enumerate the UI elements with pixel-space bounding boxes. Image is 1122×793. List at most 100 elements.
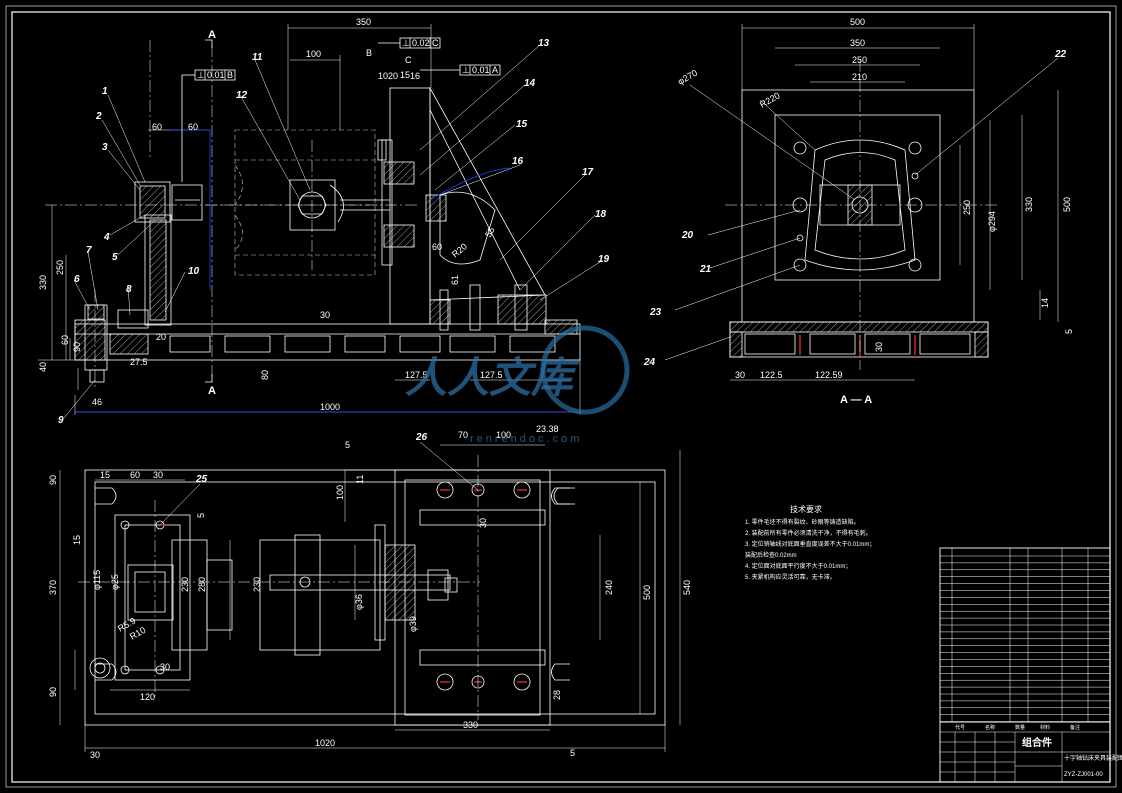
svg-text:16: 16 bbox=[512, 156, 524, 167]
svg-text:代号: 代号 bbox=[955, 724, 965, 731]
svg-text:60: 60 bbox=[152, 122, 162, 132]
svg-text:240: 240 bbox=[604, 580, 614, 595]
svg-text:15: 15 bbox=[400, 70, 410, 80]
svg-text:数量: 数量 bbox=[1015, 724, 1025, 731]
svg-text:40: 40 bbox=[38, 362, 48, 372]
svg-text:技术要求: 技术要求 bbox=[790, 504, 822, 514]
svg-text:4. 定位面对底面平行度不大于0.01mm；: 4. 定位面对底面平行度不大于0.01mm； bbox=[745, 562, 851, 570]
svg-text:16: 16 bbox=[410, 71, 420, 81]
svg-text:100: 100 bbox=[496, 430, 511, 440]
svg-text:备注: 备注 bbox=[1070, 724, 1080, 731]
svg-text:100: 100 bbox=[335, 485, 345, 500]
svg-text:7: 7 bbox=[86, 245, 92, 256]
svg-text:11: 11 bbox=[355, 475, 365, 484]
svg-text:人人文库: 人人文库 bbox=[405, 355, 580, 402]
outer-frame bbox=[5, 5, 1117, 788]
svg-text:φ39: φ39 bbox=[408, 616, 418, 632]
svg-text:500: 500 bbox=[850, 17, 865, 27]
svg-text:90: 90 bbox=[72, 342, 82, 352]
svg-text:1020: 1020 bbox=[378, 71, 398, 81]
svg-text:70: 70 bbox=[458, 430, 468, 440]
svg-text:5: 5 bbox=[345, 440, 350, 450]
svg-text:30: 30 bbox=[874, 342, 884, 352]
svg-text:2. 装配前所有零件必须清洗干净，不得有毛刺。: 2. 装配前所有零件必须清洗干净，不得有毛刺。 bbox=[745, 529, 872, 537]
svg-text:14: 14 bbox=[1040, 298, 1050, 308]
svg-text:60: 60 bbox=[60, 335, 70, 345]
svg-text:15: 15 bbox=[516, 119, 528, 130]
side-view bbox=[664, 24, 1059, 381]
svg-text:23.38: 23.38 bbox=[536, 424, 559, 434]
svg-text:6: 6 bbox=[74, 274, 80, 285]
title-block bbox=[939, 547, 1111, 783]
svg-text:30: 30 bbox=[160, 662, 170, 672]
svg-text:21: 21 bbox=[699, 264, 712, 275]
svg-text:120: 120 bbox=[140, 692, 155, 702]
svg-text:60: 60 bbox=[432, 242, 442, 252]
svg-text:⊥: ⊥ bbox=[462, 65, 470, 75]
svg-text:20: 20 bbox=[681, 230, 694, 241]
svg-text:15: 15 bbox=[72, 535, 82, 545]
svg-text:11: 11 bbox=[252, 52, 263, 63]
svg-text:55: 55 bbox=[483, 225, 497, 239]
svg-text:127.5: 127.5 bbox=[405, 370, 428, 380]
svg-text:27.5: 27.5 bbox=[130, 357, 148, 367]
svg-text:30: 30 bbox=[478, 518, 488, 528]
svg-text:5: 5 bbox=[570, 748, 575, 758]
svg-text:5: 5 bbox=[1064, 329, 1074, 334]
svg-text:15: 15 bbox=[100, 470, 110, 480]
svg-text:25: 25 bbox=[195, 474, 208, 485]
svg-text:330: 330 bbox=[1024, 197, 1034, 212]
svg-text:A: A bbox=[208, 29, 216, 41]
svg-text:540: 540 bbox=[682, 580, 692, 595]
base-plate bbox=[74, 323, 581, 361]
svg-text:26: 26 bbox=[415, 432, 428, 443]
svg-text:φ25: φ25 bbox=[110, 574, 120, 590]
svg-text:1020: 1020 bbox=[315, 738, 335, 748]
svg-text:φ270: φ270 bbox=[676, 68, 699, 87]
svg-text:23: 23 bbox=[649, 307, 662, 318]
svg-text:R220: R220 bbox=[758, 90, 782, 109]
svg-text:1. 零件毛坯不得有裂纹、砂眼等铸造缺陷。: 1. 零件毛坯不得有裂纹、砂眼等铸造缺陷。 bbox=[745, 518, 860, 526]
svg-text:14: 14 bbox=[524, 78, 536, 89]
watermark: 人人文库 renrendoc.com bbox=[405, 325, 630, 445]
svg-text:5. 夹紧机构应灵活可靠，无卡滞。: 5. 夹紧机构应灵活可靠，无卡滞。 bbox=[745, 573, 836, 581]
svg-text:材料: 材料 bbox=[1040, 724, 1050, 731]
svg-text:装配后检查0.02mm: 装配后检查0.02mm bbox=[745, 551, 797, 559]
svg-text:122.59: 122.59 bbox=[815, 370, 843, 380]
svg-text:φ294: φ294 bbox=[987, 211, 997, 232]
svg-text:10: 10 bbox=[188, 266, 200, 277]
svg-text:28: 28 bbox=[552, 690, 562, 700]
svg-text:A — A: A — A bbox=[840, 394, 872, 406]
svg-text:90: 90 bbox=[48, 687, 58, 697]
svg-text:φ115: φ115 bbox=[92, 570, 102, 590]
svg-text:250: 250 bbox=[55, 260, 65, 275]
svg-text:A: A bbox=[208, 385, 216, 397]
svg-text:renrendoc.com: renrendoc.com bbox=[470, 433, 582, 445]
svg-text:500: 500 bbox=[642, 585, 652, 600]
svg-text:500: 500 bbox=[1062, 197, 1072, 212]
svg-text:0.01: 0.01 bbox=[207, 70, 225, 80]
front-view bbox=[38, 24, 601, 419]
svg-text:127.5: 127.5 bbox=[480, 370, 503, 380]
svg-text:230: 230 bbox=[252, 577, 262, 592]
svg-text:1000: 1000 bbox=[320, 402, 340, 412]
svg-text:B: B bbox=[366, 48, 372, 58]
svg-text:5: 5 bbox=[196, 513, 206, 518]
svg-text:280: 280 bbox=[197, 577, 207, 592]
svg-text:3: 3 bbox=[102, 142, 108, 153]
front-view-labels: 350 100 15 1020 16 330 250 60 90 40 60 6… bbox=[38, 17, 610, 426]
inner-frame bbox=[11, 11, 1111, 783]
svg-text:9: 9 bbox=[58, 415, 64, 426]
svg-text:61: 61 bbox=[450, 275, 460, 285]
svg-text:C: C bbox=[405, 55, 412, 65]
svg-text:5: 5 bbox=[112, 252, 118, 263]
svg-text:330: 330 bbox=[38, 275, 48, 290]
svg-text:20: 20 bbox=[156, 332, 166, 342]
technical-notes: 技术要求 1. 零件毛坯不得有裂纹、砂眼等铸造缺陷。 2. 装配前所有零件必须清… bbox=[745, 504, 875, 581]
svg-text:350: 350 bbox=[850, 38, 865, 48]
svg-text:2: 2 bbox=[95, 111, 102, 122]
svg-text:ZYZ-ZJ001-00: ZYZ-ZJ001-00 bbox=[1064, 772, 1103, 778]
svg-text:C: C bbox=[432, 38, 439, 48]
svg-text:18: 18 bbox=[595, 209, 607, 220]
